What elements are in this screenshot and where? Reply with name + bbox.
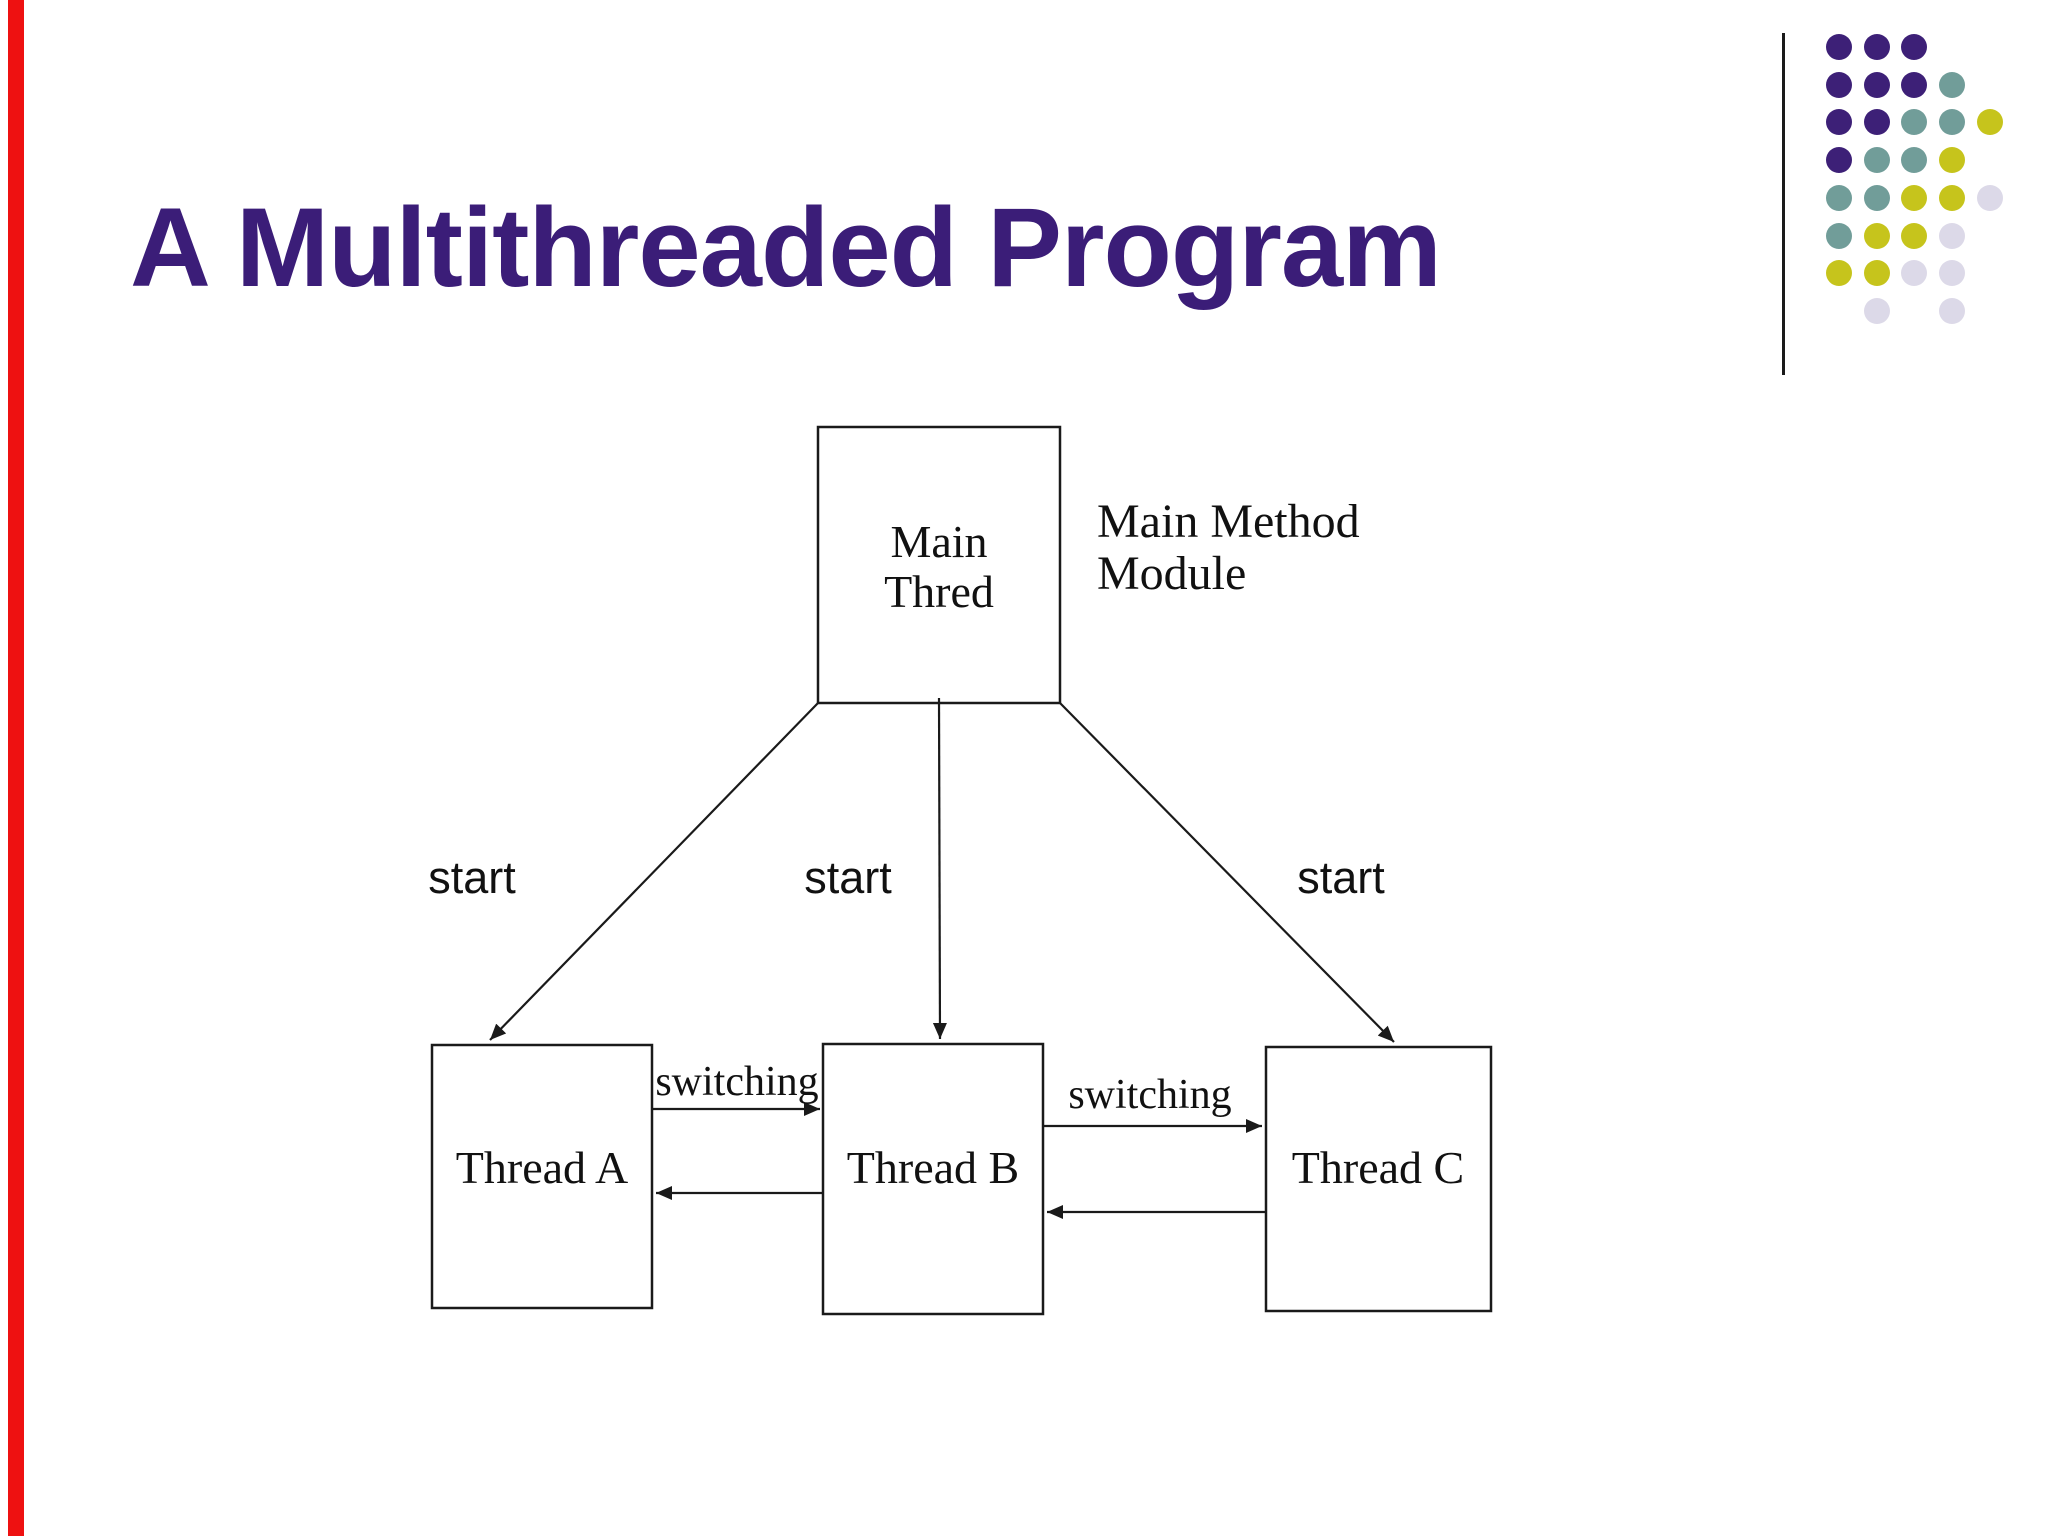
deco-dot <box>1863 34 1890 60</box>
main-box-label-line2: Thred <box>884 566 994 617</box>
deco-dot <box>1939 222 1966 249</box>
thread-b-box <box>821 1042 1045 1316</box>
vertical-rule <box>1782 33 1785 375</box>
deco-dot <box>1863 222 1890 249</box>
deco-dot <box>1826 222 1852 249</box>
start-label-left: start <box>428 852 516 903</box>
deco-dot <box>1939 71 1966 98</box>
deco-dot <box>1976 184 2003 211</box>
left-accent-bar <box>8 0 24 1536</box>
start-arrow-to-thread-b <box>932 697 947 1040</box>
deco-dot <box>1863 260 1890 287</box>
thread-a-box <box>430 1043 654 1310</box>
corner-dot-pattern <box>1780 0 2048 400</box>
start-arrow-to-thread-a <box>489 702 819 1041</box>
deco-dot <box>1901 222 1928 249</box>
deco-dot <box>1901 71 1928 98</box>
thread-a-label: Thread A <box>456 1142 628 1193</box>
switching-label-left: switching <box>655 1059 818 1105</box>
deco-dot <box>1863 71 1890 98</box>
deco-dot <box>1939 109 1966 136</box>
start-label-middle: start <box>804 852 892 903</box>
deco-dot <box>1863 109 1890 136</box>
deco-dot <box>1826 109 1852 136</box>
main-caption-line1: Main Method <box>1097 495 1360 548</box>
slide-title: A Multithreaded Program <box>130 185 1442 310</box>
deco-dot <box>1826 71 1852 98</box>
deco-dot <box>1826 34 1852 60</box>
thread-b-label: Thread B <box>847 1142 1019 1193</box>
deco-dot <box>1863 297 1890 324</box>
switching-label-right: switching <box>1068 1072 1231 1118</box>
deco-dot <box>1863 147 1890 174</box>
deco-dot <box>1826 147 1852 174</box>
deco-dot <box>1976 109 2003 136</box>
start-label-right: start <box>1297 852 1385 903</box>
deco-dot <box>1939 184 1966 211</box>
deco-dot <box>1901 147 1928 174</box>
deco-dot <box>1901 34 1928 60</box>
start-arrow-to-thread-c <box>1059 702 1395 1043</box>
deco-dot <box>1863 184 1890 211</box>
deco-dot <box>1901 109 1928 136</box>
thread-c-label: Thread C <box>1292 1142 1464 1193</box>
deco-dot <box>1939 260 1966 287</box>
deco-dot <box>1901 184 1928 211</box>
main-box-label-line1: Main <box>890 516 987 567</box>
main-thread-box <box>816 425 1062 705</box>
deco-dot <box>1826 260 1852 287</box>
deco-dot <box>1939 297 1966 324</box>
deco-dot <box>1939 147 1966 174</box>
thread-c-box <box>1264 1045 1493 1313</box>
deco-dot <box>1901 260 1928 287</box>
deco-dot <box>1826 184 1852 211</box>
main-caption-line2: Module <box>1097 547 1246 600</box>
dot-grid <box>1826 34 2026 364</box>
